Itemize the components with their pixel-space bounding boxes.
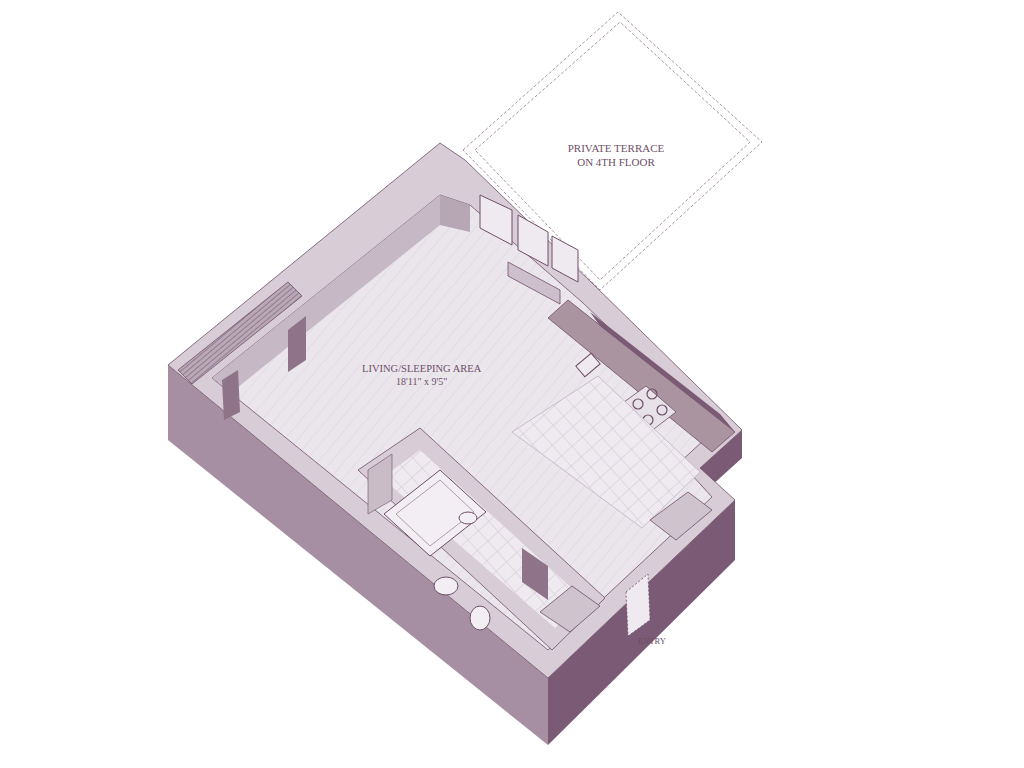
sink: [459, 512, 477, 524]
dimension-label: 18'11" x 9'5": [396, 376, 447, 389]
terrace-area: PRIVATE TERRACE ON 4TH FLOOR: [560, 142, 672, 170]
closet: [178, 282, 302, 384]
entry-label: ENTRY: [638, 636, 666, 647]
bath-door: [522, 548, 548, 600]
sink: [576, 353, 600, 377]
bathtub: [384, 470, 486, 556]
area-label: PRIVATE TERRACE ON 4TH FLOOR: [560, 142, 672, 170]
inner-wall-face: [212, 195, 440, 392]
entry-door: [626, 574, 650, 636]
closet-door: [288, 316, 306, 372]
toilet: [470, 606, 490, 630]
closet: [540, 586, 600, 632]
closet-door: [222, 370, 240, 420]
fridge: [650, 492, 712, 540]
room-label: LIVING/SLEEPING AREA: [362, 362, 481, 375]
toilet: [434, 577, 458, 595]
radiator: [508, 262, 560, 304]
shower-glass: [368, 454, 392, 514]
window: [480, 195, 578, 282]
inner-wall-face: [440, 195, 470, 232]
wall-top: [168, 143, 742, 678]
bathroom-wall: [358, 428, 605, 650]
